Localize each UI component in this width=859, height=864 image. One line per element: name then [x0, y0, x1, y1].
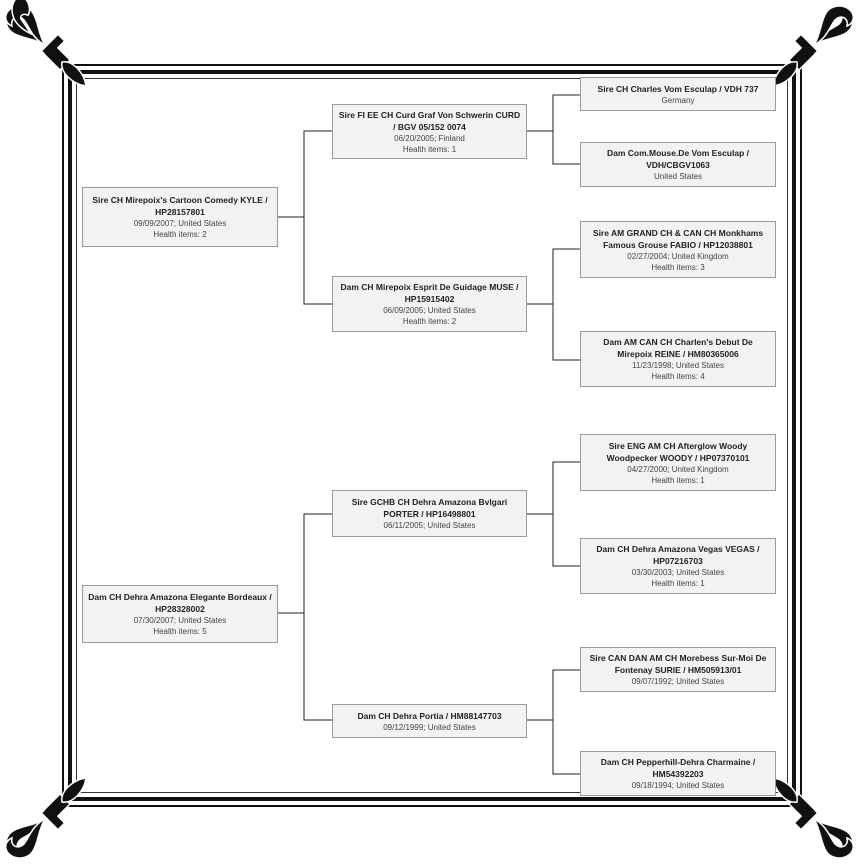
dog-name: Dam CH Mirepoix Esprit De Guidage MUSE /… — [340, 282, 519, 304]
fleur-de-lis-icon — [769, 774, 859, 864]
fleur-de-lis-icon — [0, 0, 90, 90]
dog-health-items: Health items: 3 — [651, 262, 705, 272]
dog-name: Sire CH Mirepoix's Cartoon Comedy KYLE /… — [92, 195, 268, 217]
dog-name: Dam Com.Mouse.De Vom Esculap / VDH/CBGV1… — [606, 148, 749, 170]
pedigree-card-gen3-6[interactable]: Dam CH Dehra Amazona Vegas VEGAS / HP072… — [580, 538, 776, 594]
dog-birth-info: 06/20/2005; Finland — [394, 133, 465, 143]
frame-outer-border — [62, 64, 802, 807]
fleur-de-lis-icon — [0, 774, 90, 864]
dog-birth-info: United States — [653, 172, 703, 181]
dog-health-items: Health items: 1 — [402, 144, 457, 154]
dog-birth-info: 11/23/1998; United States — [632, 361, 724, 370]
pedigree-card-gen3-2[interactable]: Dam Com.Mouse.De Vom Esculap / VDH/CBGV1… — [580, 142, 776, 187]
dog-name: Sire CH Charles Vom Esculap / VDH 737 — [597, 83, 759, 94]
pedigree-card-gen3-3[interactable]: Sire AM GRAND CH & CAN CH Monkhams Famou… — [580, 221, 776, 278]
dog-birth-info: 06/09/2005; United States — [383, 306, 476, 315]
dog-health-items: Health items: 2 — [402, 317, 457, 326]
dog-name: Dam CH Pepperhill-Dehra Charmaine / HM54… — [600, 757, 756, 779]
frame-inner-thin-border — [76, 78, 788, 793]
dog-birth-info: 04/27/2000; United Kingdom — [627, 464, 729, 474]
pedigree-card-gen3-5[interactable]: Sire ENG AM CH Afterglow Woody Woodpecke… — [580, 434, 776, 491]
dog-birth-info: 09/07/1992; United States — [631, 677, 725, 686]
pedigree-card-dam-dam[interactable]: Dam CH Dehra Portia / HM88147703 09/12/1… — [332, 704, 527, 738]
dog-health-items: Health items: 1 — [651, 475, 705, 485]
dog-health-items: Health items: 2 — [153, 230, 207, 239]
dog-name: Dam AM CAN CH Charlen's Debut De Mirepoi… — [603, 337, 753, 359]
dog-name: Sire FI EE CH Curd Graf Von Schwerin CUR… — [338, 109, 521, 132]
dog-name: Sire GCHB CH Dehra Amazona Bvlgari PORTE… — [351, 497, 508, 519]
dog-name: Dam CH Dehra Amazona Vegas VEGAS / HP072… — [596, 544, 760, 566]
dog-name: Dam CH Dehra Amazona Elegante Bordeaux /… — [88, 592, 272, 614]
pedigree-card-gen3-1[interactable]: Sire CH Charles Vom Esculap / VDH 737 Ge… — [580, 77, 776, 111]
dog-name: Sire CAN DAN AM CH Morebess Sur-Moi De F… — [589, 653, 767, 675]
dog-health-items: Health items: 1 — [651, 579, 705, 588]
dog-name: Sire ENG AM CH Afterglow Woody Woodpecke… — [606, 440, 750, 463]
pedigree-card-sire-sire[interactable]: Sire FI EE CH Curd Graf Von Schwerin CUR… — [332, 104, 527, 159]
pedigree-card-gen3-8[interactable]: Dam CH Pepperhill-Dehra Charmaine / HM54… — [580, 751, 776, 796]
dog-health-items: Health items: 4 — [651, 372, 705, 381]
dog-birth-info: 06/11/2005; United States — [383, 521, 476, 530]
frame-inner-border — [68, 70, 796, 801]
dog-name: Sire AM GRAND CH & CAN CH Monkhams Famou… — [592, 227, 764, 250]
dog-birth-info: 09/18/1994; United States — [631, 781, 725, 790]
fleur-de-lis-icon — [769, 0, 859, 90]
dog-birth-info: 02/27/2004; United Kingdom — [627, 251, 729, 261]
pedigree-card-gen3-4[interactable]: Dam AM CAN CH Charlen's Debut De Mirepoi… — [580, 331, 776, 387]
dog-birth-info: Germany — [661, 95, 695, 105]
dog-birth-info: 09/09/2007; United States — [133, 219, 227, 228]
dog-birth-info: 09/12/1999; United States — [383, 722, 476, 732]
dog-name: Dam CH Dehra Portia / HM88147703 — [357, 710, 502, 721]
pedigree-card-sire[interactable]: Sire CH Mirepoix's Cartoon Comedy KYLE /… — [82, 187, 278, 247]
dog-health-items: Health items: 5 — [153, 627, 207, 636]
dog-birth-info: 07/30/2007; United States — [133, 616, 227, 625]
pedigree-card-dam-sire[interactable]: Sire GCHB CH Dehra Amazona Bvlgari PORTE… — [332, 490, 527, 537]
dog-birth-info: 03/30/2003; United States — [631, 568, 725, 577]
pedigree-card-dam[interactable]: Dam CH Dehra Amazona Elegante Bordeaux /… — [82, 585, 278, 643]
pedigree-card-sire-dam[interactable]: Dam CH Mirepoix Esprit De Guidage MUSE /… — [332, 276, 527, 332]
pedigree-card-gen3-7[interactable]: Sire CAN DAN AM CH Morebess Sur-Moi De F… — [580, 647, 776, 692]
